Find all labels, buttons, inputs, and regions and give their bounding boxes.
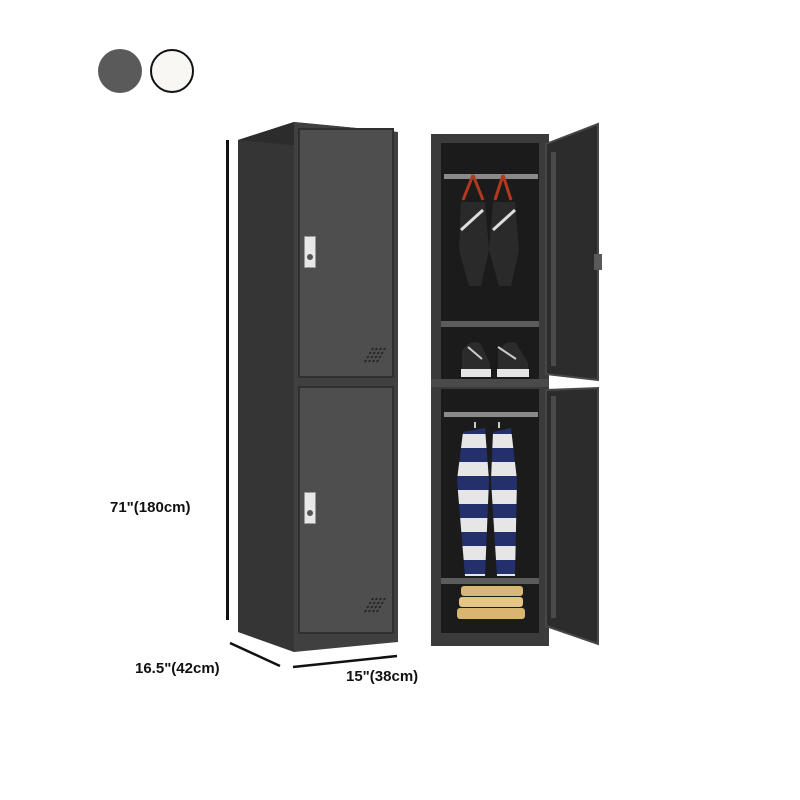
upper-door[interactable] xyxy=(298,128,394,378)
folded-towels xyxy=(457,586,525,619)
upper-hanging-rod xyxy=(444,174,538,179)
striped-jerseys xyxy=(457,422,517,576)
width-label: 15"(38cm) xyxy=(346,668,419,685)
color-swatch-white[interactable] xyxy=(150,49,194,93)
upper-compartment xyxy=(441,143,539,379)
lower-hanging-rod xyxy=(444,412,538,417)
color-swatch-dark-gray[interactable] xyxy=(98,49,142,93)
lower-shelf xyxy=(441,578,539,584)
upper-shelf xyxy=(441,321,539,327)
lower-open-door[interactable] xyxy=(542,386,604,648)
upper-door-lock-icon[interactable] xyxy=(304,236,316,268)
lower-door-lock-icon[interactable] xyxy=(304,492,316,524)
sneakers xyxy=(461,342,529,377)
hanging-shorts xyxy=(459,174,519,286)
depth-label: 16.5"(42cm) xyxy=(135,660,220,677)
height-dimension-line xyxy=(226,140,229,620)
upper-open-door[interactable] xyxy=(542,122,604,384)
middle-divider xyxy=(431,379,549,387)
height-label: 71"(180cm) xyxy=(110,499,191,516)
width-dimension-line xyxy=(292,654,398,669)
depth-dimension-line xyxy=(229,641,281,668)
